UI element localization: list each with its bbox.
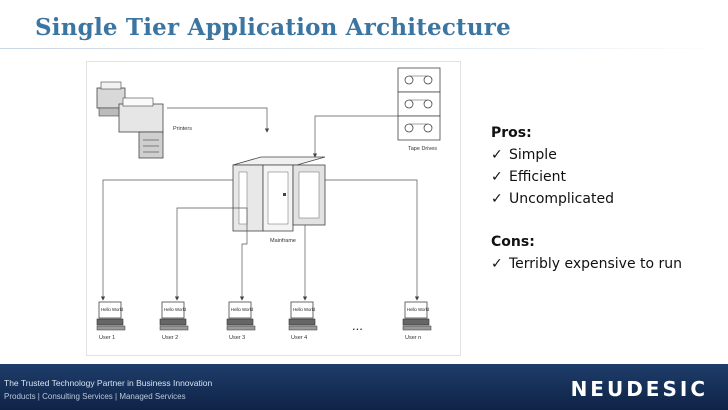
user-label: User 2 (162, 335, 178, 341)
pros-item-label: Simple (509, 147, 557, 163)
connector-lines (100, 107, 420, 301)
neudesic-logo: NEUDESIC (570, 377, 708, 401)
pros-item: ✓ Simple (491, 144, 614, 166)
screen-text: Hello World (101, 307, 124, 312)
workstation-usern: Hello World User n (402, 301, 432, 341)
pros-item-label: Uncomplicated (509, 191, 614, 207)
screen-text: Hello World (164, 307, 187, 312)
user-label: User 1 (99, 335, 115, 341)
pros-section: Pros: ✓ Simple ✓ Efficient ✓ Uncomplicated (491, 122, 614, 210)
footer-bar: The Trusted Technology Partner in Busine… (0, 364, 728, 410)
tape-connector (312, 115, 398, 158)
pros-item-label: Efficient (509, 169, 566, 185)
workstation-user4: Hello World User 4 (288, 301, 318, 341)
printer-connector (167, 107, 270, 133)
screen-text: Hello World (407, 307, 430, 312)
more-users-ellipsis: ... (352, 318, 363, 333)
tape-drives-icon (397, 67, 441, 141)
pros-item: ✓ Uncomplicated (491, 188, 614, 210)
screen-text: Hello World (231, 307, 254, 312)
printers-label: Printers (173, 126, 192, 132)
user-label: User 4 (291, 335, 307, 341)
architecture-diagram: Printers Tape Drives (86, 61, 461, 356)
tape-drives-label: Tape Drives (408, 146, 437, 152)
user-label: User n (405, 335, 421, 341)
footer-tagline: The Trusted Technology Partner in Busine… (4, 378, 213, 388)
cons-item-label: Terribly expensive to run (509, 256, 683, 272)
workstation-user2: Hello World User 2 (159, 301, 189, 341)
workstation-user1: Hello World User 1 (96, 301, 126, 341)
slide-title: Single Tier Application Architecture (35, 14, 511, 41)
printers-icon (96, 81, 164, 159)
user1-connector (100, 179, 233, 301)
check-icon: ✓ (491, 191, 503, 207)
check-icon: ✓ (491, 256, 503, 272)
pros-item: ✓ Efficient (491, 166, 614, 188)
check-icon: ✓ (491, 169, 503, 185)
workstation-user3: Hello World User 3 (226, 301, 256, 341)
mainframe-icon (232, 156, 326, 232)
mainframe-label: Mainframe (270, 238, 296, 244)
cons-item: ✓ Terribly expensive to run (491, 253, 682, 275)
user3-connector (239, 231, 248, 301)
pros-heading: Pros: (491, 125, 532, 141)
cons-heading: Cons: (491, 234, 535, 250)
usern-connector (325, 179, 420, 301)
user-label: User 3 (229, 335, 245, 341)
check-icon: ✓ (491, 147, 503, 163)
user2-connector (174, 207, 248, 301)
diagram-svg: Printers Tape Drives (96, 67, 441, 341)
screen-text: Hello World (293, 307, 316, 312)
footer-services: Products | Consulting Services | Managed… (4, 392, 186, 401)
cons-section: Cons: ✓ Terribly expensive to run (491, 231, 682, 275)
title-divider (0, 48, 728, 49)
